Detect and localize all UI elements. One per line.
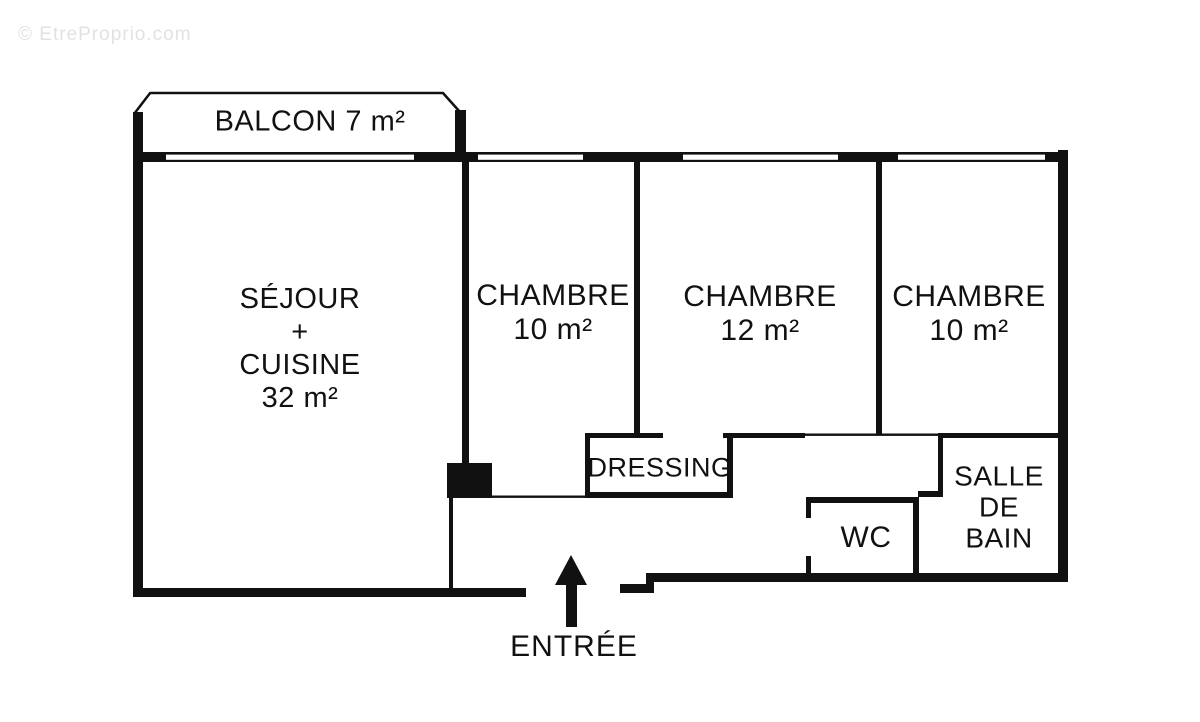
dressing-right-wall [727,433,733,497]
living-window [166,154,414,160]
entrance-arrow-icon [555,555,587,627]
bedroom2-bedroom3-wall [876,162,882,434]
bathroom-line2: DE [979,491,1019,523]
dressing-left-wall [585,433,590,497]
bathroom-label: SALLE DE BAIN [954,461,1044,554]
bedroom3-door-line [805,433,938,436]
bedroom2-area: 12 m² [720,314,800,347]
left-wall [133,152,143,597]
bathroom-left-upper-wall [938,433,943,493]
wc-left-upper-wall [806,497,811,518]
living-kitchen-line3: CUISINE [239,349,361,381]
interior-walls [447,162,1062,590]
hallway-wall [723,433,805,438]
dressing-top-wall [585,433,663,438]
bedroom1-window [478,154,583,160]
bedroom1-name: CHAMBRE [476,279,630,312]
entry-step-wall [646,573,654,593]
windows [166,154,1045,160]
dressing-label: DRESSING [587,452,733,483]
wc-label: WC [840,521,892,554]
entrance-label: ENTRÉE [510,630,638,663]
bathroom-step-wall [918,491,943,497]
bedroom1-area: 10 m² [513,313,593,346]
bedroom3-name: CHAMBRE [892,280,1046,313]
bathroom-line3: BAIN [965,522,1033,554]
bedroom3-area: 10 m² [929,314,1009,347]
balcony-label: BALCON 7 m² [214,105,406,138]
wc-right-wall [913,497,919,577]
right-wall [1058,150,1068,582]
living-kitchen-label: SÉJOUR + CUISINE 32 m² [239,283,360,415]
living-kitchen-line1: SÉJOUR [239,283,361,315]
bedroom1-bedroom2-wall [634,162,640,437]
bedroom3-window [898,154,1045,160]
bathroom-line1: SALLE [954,460,1044,492]
bedroom1-door-line [492,495,585,498]
top-wall [133,152,1068,162]
column-block [447,463,492,498]
bottom-wall-left [133,588,526,597]
bedroom2-label: CHAMBRE 12 m² [683,280,837,348]
hall-left-wall [449,498,453,590]
wc-left-lower-wall [806,556,811,578]
bedroom1-label: CHAMBRE 10 m² [476,279,630,347]
living-bedroom1-wall [462,162,469,463]
bottom-wall-right [646,573,1068,582]
watermark: © EtreProprio.com [18,24,192,45]
wc-top-wall [806,497,918,503]
bathroom-top-wall [938,433,1062,438]
living-kitchen-area: 32 m² [261,382,339,414]
bedroom2-window [683,154,838,160]
entry-stub-wall [620,584,653,593]
living-kitchen-line2: + [291,316,309,348]
dressing-bottom-wall [585,492,733,498]
outer-walls [133,150,1068,597]
bedroom3-label: CHAMBRE 10 m² [892,280,1046,348]
bedroom2-name: CHAMBRE [683,280,837,313]
balcony-outline [133,91,466,153]
